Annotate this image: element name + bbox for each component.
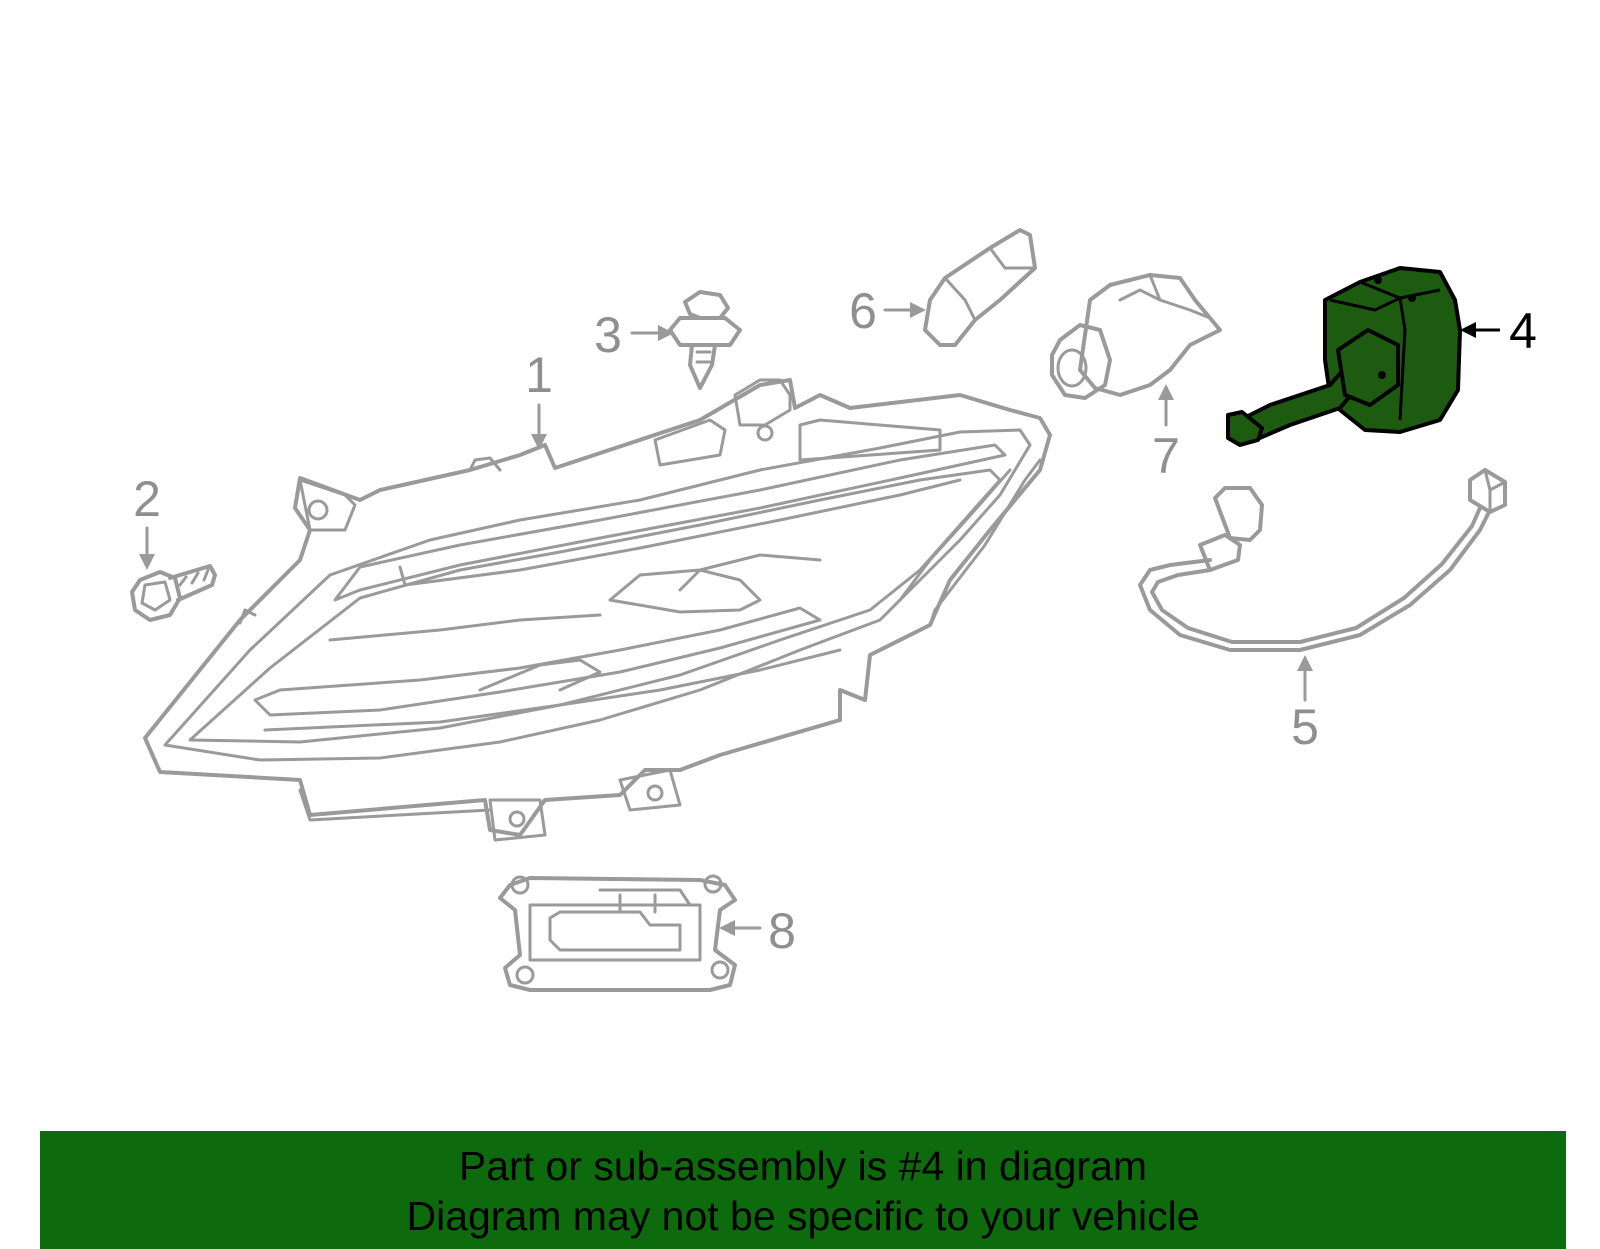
push-pin-retainer[interactable] xyxy=(668,290,742,390)
wiring-harness[interactable] xyxy=(1138,468,1507,652)
callout-2: 2 xyxy=(133,471,161,527)
callout-6: 6 xyxy=(849,283,877,339)
banner-line-disclaimer: Diagram may not be specific to your vehi… xyxy=(406,1193,1200,1239)
callout-8: 8 xyxy=(768,903,796,959)
wedge-bulb[interactable] xyxy=(923,228,1037,347)
hid-bulb-highlighted[interactable] xyxy=(1226,266,1462,447)
info-banner: Part or sub-assembly is #4 in diagram Di… xyxy=(40,1131,1566,1249)
callout-4: 4 xyxy=(1509,303,1537,359)
banner-line-part: Part or sub-assembly is #4 in diagram xyxy=(458,1143,1148,1189)
callout-3: 3 xyxy=(594,307,622,363)
leader-arrows xyxy=(139,302,1500,936)
callout-7: 7 xyxy=(1152,428,1180,484)
headlamp-assembly[interactable] xyxy=(143,378,1052,842)
bulb-socket[interactable] xyxy=(1050,273,1222,400)
callout-5: 5 xyxy=(1291,699,1319,755)
callout-1: 1 xyxy=(525,347,553,403)
bolt[interactable] xyxy=(130,564,217,622)
ballast-module[interactable] xyxy=(498,874,737,992)
